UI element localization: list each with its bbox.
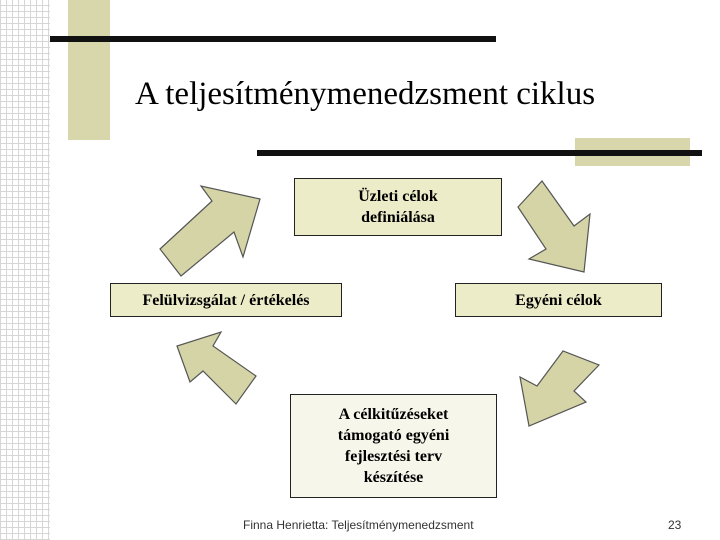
review-evaluation-box: Felülvizsgálat / értékelés xyxy=(110,283,342,317)
individual-goals-box: Egyéni célok xyxy=(455,283,662,317)
arrow-individual-goals-to-development-plan-icon xyxy=(519,350,601,427)
page-number: 23 xyxy=(668,518,682,532)
background-hatch-pattern xyxy=(0,0,50,540)
top-rule xyxy=(50,36,496,42)
footer-author: Finna Henrietta: Teljesítménymenedzsment xyxy=(243,518,474,532)
development-plan-box: A célkitűzéseket támogató egyéni fejlesz… xyxy=(290,394,497,498)
arrow-development-plan-to-review-icon xyxy=(176,330,257,405)
arrow-review-to-business-goals-icon xyxy=(159,185,261,277)
arrow-business-goals-to-individual-goals-icon xyxy=(517,180,591,273)
slide-title: A teljesítménymenedzsment ciklus xyxy=(135,76,596,112)
decorative-block-left xyxy=(68,0,110,140)
business-goals-box: Üzleti célok definiálása xyxy=(294,178,502,236)
bottom-rule xyxy=(257,150,702,156)
